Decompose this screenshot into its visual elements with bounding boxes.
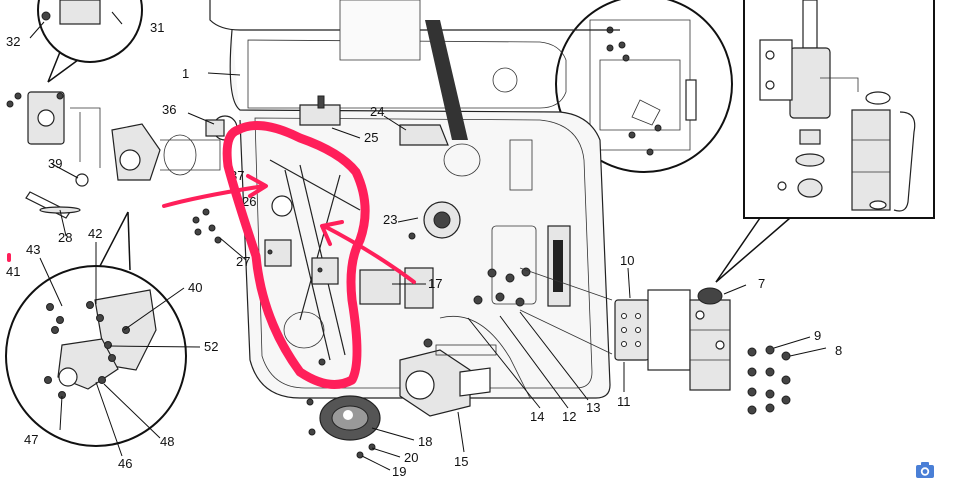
callout-40: 40 (188, 280, 202, 295)
window-regulator (264, 95, 361, 366)
callout-39: 39 (48, 156, 62, 171)
red-annotations (7, 121, 416, 389)
callout-43: 43 (26, 242, 40, 257)
callout-25: 25 (364, 130, 378, 145)
callout-42: 42 (88, 226, 102, 241)
callout-52: 52 (204, 339, 218, 354)
callout-12: 12 (562, 409, 576, 424)
callout-20: 20 (404, 450, 418, 465)
callout-48: 48 (160, 434, 174, 449)
callout-47: 47 (24, 432, 38, 447)
callout-31: 31 (150, 20, 164, 35)
callout-23: 23 (383, 212, 397, 227)
callout-36: 36 (162, 102, 176, 117)
callout-15: 15 (454, 454, 468, 469)
callout-19: 19 (392, 464, 406, 479)
callout-10: 10 (620, 253, 634, 268)
callout-32: 32 (6, 34, 20, 49)
lock-inset (37, 0, 143, 83)
callout-14: 14 (530, 409, 544, 424)
hinge-inset (715, 0, 935, 283)
highlight-loop (222, 121, 370, 389)
callout-26: 26 (242, 194, 256, 209)
latch-inset (5, 211, 187, 447)
callout-9: 9 (814, 328, 821, 343)
callout-8: 8 (835, 343, 842, 358)
callout-41: 41 (6, 264, 20, 279)
camera-icon (916, 462, 934, 478)
callout-7: 7 (758, 276, 765, 291)
callout-46: 46 (118, 456, 132, 471)
hinge-assembly (519, 267, 731, 391)
arrow-left-head (246, 174, 268, 198)
callout-18: 18 (418, 434, 432, 449)
callout-17: 17 (428, 276, 442, 291)
leader-lines (29, 11, 827, 471)
callout-27: 27 (236, 254, 250, 269)
callout-11: 11 (617, 394, 631, 409)
callout-1: 1 (182, 66, 189, 81)
arrow-right-head (320, 220, 344, 246)
red-dot-marker (7, 253, 11, 262)
camera-button[interactable] (915, 461, 935, 479)
callout-labels: 1 7 8 9 10 11 12 13 14 15 17 18 19 20 23… (6, 20, 842, 479)
arrow-left-shaft (162, 184, 266, 208)
callout-28: 28 (58, 230, 72, 245)
lock-parts (6, 91, 221, 219)
callout-24: 24 (370, 104, 384, 119)
arrow-right-shaft (322, 224, 416, 284)
bolt-clusters (192, 208, 791, 415)
motor-parts (205, 115, 531, 459)
callout-13: 13 (586, 400, 600, 415)
